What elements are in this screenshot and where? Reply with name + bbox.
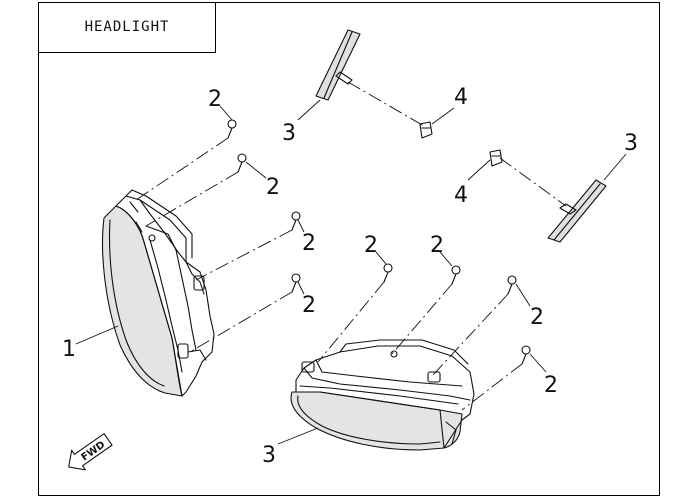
- callout-3: 3: [262, 443, 276, 468]
- callout-2: 2: [302, 231, 316, 256]
- callout-4: 4: [454, 183, 468, 208]
- left-headlight-assembly: [102, 189, 215, 397]
- upper-reflector: [315, 29, 361, 101]
- fwd-arrow: FWD: [68, 433, 113, 471]
- assembly-lines: [135, 81, 567, 411]
- diagram-frame: [38, 2, 660, 496]
- screw: [237, 153, 247, 173]
- title-box: [38, 2, 216, 53]
- callout-numbers: 2 2 2 2 2 2 2 2 3 3 3 4 4 1: [62, 85, 638, 468]
- screw: [291, 211, 301, 231]
- diagram-title: HEADLIGHT: [84, 19, 170, 35]
- leader-lines: [75, 99, 627, 445]
- callout-4: 4: [454, 85, 468, 110]
- callout-2: 2: [266, 175, 280, 200]
- screw: [227, 119, 237, 139]
- lower-reflector: [547, 179, 607, 243]
- screw: [507, 275, 517, 295]
- arrow-icon: [68, 433, 113, 471]
- callout-2: 2: [430, 233, 444, 258]
- screw: [383, 263, 393, 283]
- right-headlight-assembly: [290, 339, 475, 451]
- callout-3: 3: [624, 131, 638, 156]
- clip-nut-lower: [489, 149, 503, 167]
- callout-2: 2: [530, 305, 544, 330]
- callout-2: 2: [544, 373, 558, 398]
- callout-2: 2: [364, 233, 378, 258]
- callout-3: 3: [282, 121, 296, 146]
- screw: [291, 273, 301, 293]
- callout-2: 2: [302, 293, 316, 318]
- callout-2: 2: [208, 87, 222, 112]
- screw: [451, 265, 461, 285]
- callout-1: 1: [62, 337, 76, 362]
- screw: [521, 345, 531, 365]
- clip-nut-upper: [419, 121, 433, 139]
